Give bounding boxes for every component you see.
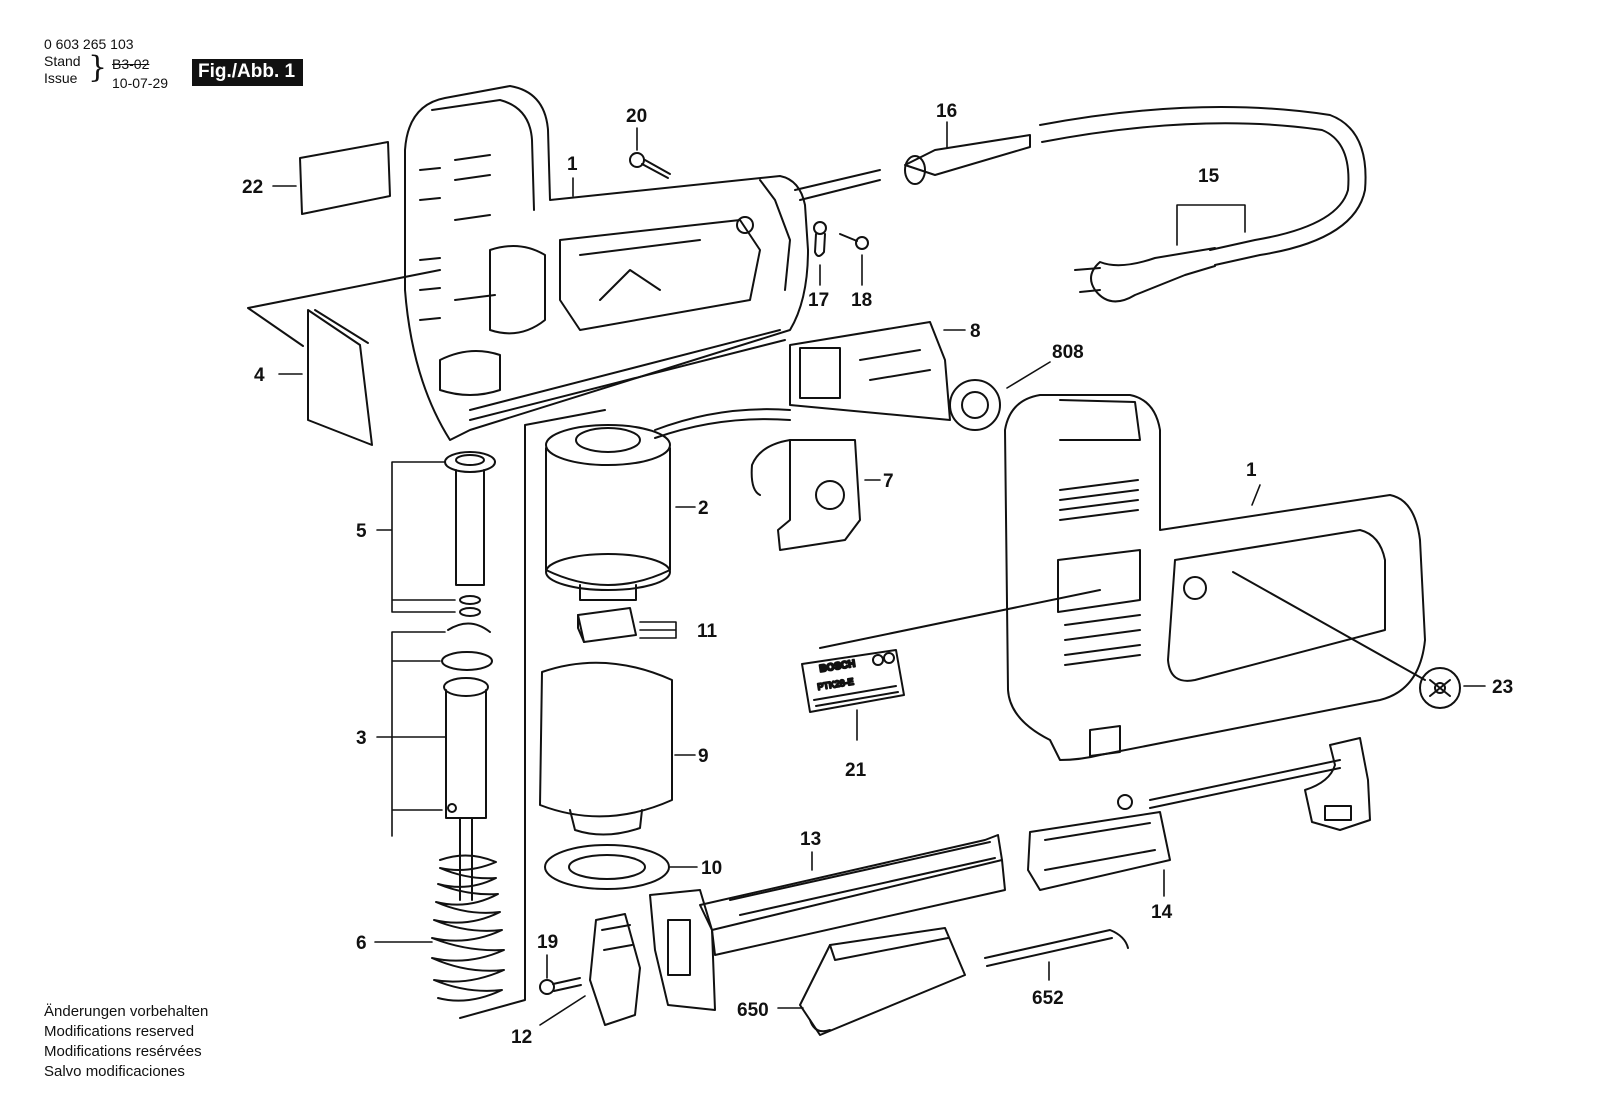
power-cord bbox=[794, 106, 1367, 303]
cable-lug-17 bbox=[813, 221, 827, 257]
nameplate-model: PTK28-E bbox=[817, 676, 855, 692]
damper-11 bbox=[577, 607, 637, 643]
magazine-13 bbox=[649, 834, 1006, 1011]
callout-23: 23 bbox=[1492, 677, 1513, 698]
hex-key-652 bbox=[984, 929, 1129, 967]
callout-19: 19 bbox=[537, 932, 558, 953]
brace-glyph: } bbox=[88, 50, 108, 85]
note-es: Salvo modificaciones bbox=[44, 1063, 185, 1080]
callout-5: 5 bbox=[356, 521, 367, 542]
figure-label: Fig./Abb. 1 bbox=[192, 59, 304, 86]
callout-10: 10 bbox=[701, 858, 722, 879]
callout-16: 16 bbox=[936, 101, 957, 122]
callout-21: 21 bbox=[845, 760, 867, 781]
spring-6 bbox=[431, 854, 505, 1002]
note-de: Änderungen vorbehalten bbox=[44, 1003, 209, 1020]
note-fr: Modifications resérvées bbox=[44, 1043, 202, 1060]
callout-20: 20 bbox=[626, 106, 647, 127]
callout-1-tacker: 1 bbox=[1246, 460, 1257, 481]
callout-17: 17 bbox=[808, 290, 829, 311]
label-plate-22 bbox=[299, 141, 391, 215]
callout-1-housing: 1 bbox=[567, 154, 578, 175]
badge-23 bbox=[1419, 667, 1461, 709]
callout-labels: 22 1 20 16 15 17 18 8 808 4 7 2 1 5 11 2… bbox=[242, 101, 1513, 1048]
assembled-tacker bbox=[1004, 394, 1426, 761]
callout-12: 12 bbox=[511, 1027, 532, 1048]
sleeve-9 bbox=[539, 661, 673, 836]
callout-18: 18 bbox=[851, 290, 872, 311]
leader-lines bbox=[272, 121, 1486, 1026]
callout-22: 22 bbox=[242, 177, 263, 198]
callout-652: 652 bbox=[1032, 988, 1064, 1009]
piston-3 bbox=[441, 622, 493, 901]
callout-15: 15 bbox=[1198, 166, 1220, 187]
callout-3: 3 bbox=[356, 728, 367, 749]
stand-value: B3-02 bbox=[112, 56, 150, 72]
screw-20 bbox=[629, 152, 671, 179]
note-en: Modifications reserved bbox=[44, 1023, 195, 1040]
issue-value: 10-07-29 bbox=[112, 75, 169, 91]
screw-18 bbox=[839, 233, 869, 250]
washer-10 bbox=[544, 844, 670, 890]
leader-23-mount bbox=[1232, 571, 1426, 681]
part-number: 0 603 265 103 bbox=[44, 36, 134, 52]
cover-plate-4 bbox=[307, 309, 373, 446]
nameplate-21 bbox=[801, 649, 905, 713]
callout-7: 7 bbox=[883, 471, 894, 492]
stand-label: Stand bbox=[44, 53, 81, 69]
trigger-7 bbox=[750, 439, 861, 551]
screw-19 bbox=[539, 977, 582, 995]
pusher-14 bbox=[1027, 737, 1371, 891]
issue-label: Issue bbox=[44, 70, 78, 86]
header-block: 0 603 265 103 Stand Issue bbox=[44, 36, 134, 87]
callout-14: 14 bbox=[1151, 902, 1173, 923]
callout-6: 6 bbox=[356, 933, 367, 954]
callout-650: 650 bbox=[737, 1000, 769, 1021]
staple-plate-12 bbox=[589, 913, 641, 1026]
callout-4: 4 bbox=[254, 365, 265, 386]
callout-13: 13 bbox=[800, 829, 821, 850]
callout-11: 11 bbox=[697, 621, 718, 642]
divider-line bbox=[459, 409, 606, 1019]
leader-21-mount bbox=[819, 589, 1101, 649]
guide-650 bbox=[799, 927, 966, 1036]
housing-half bbox=[404, 85, 809, 441]
leader-4-mount bbox=[247, 269, 441, 347]
callout-8: 8 bbox=[970, 321, 981, 342]
motor-2 bbox=[545, 424, 671, 601]
callout-808: 808 bbox=[1052, 342, 1084, 363]
switch-assembly bbox=[789, 321, 1001, 431]
callout-2: 2 bbox=[698, 498, 709, 519]
modification-notes: Änderungen vorbehalten Modifications res… bbox=[44, 1002, 208, 1082]
callout-9: 9 bbox=[698, 746, 709, 767]
guide-tube-5 bbox=[444, 451, 496, 617]
